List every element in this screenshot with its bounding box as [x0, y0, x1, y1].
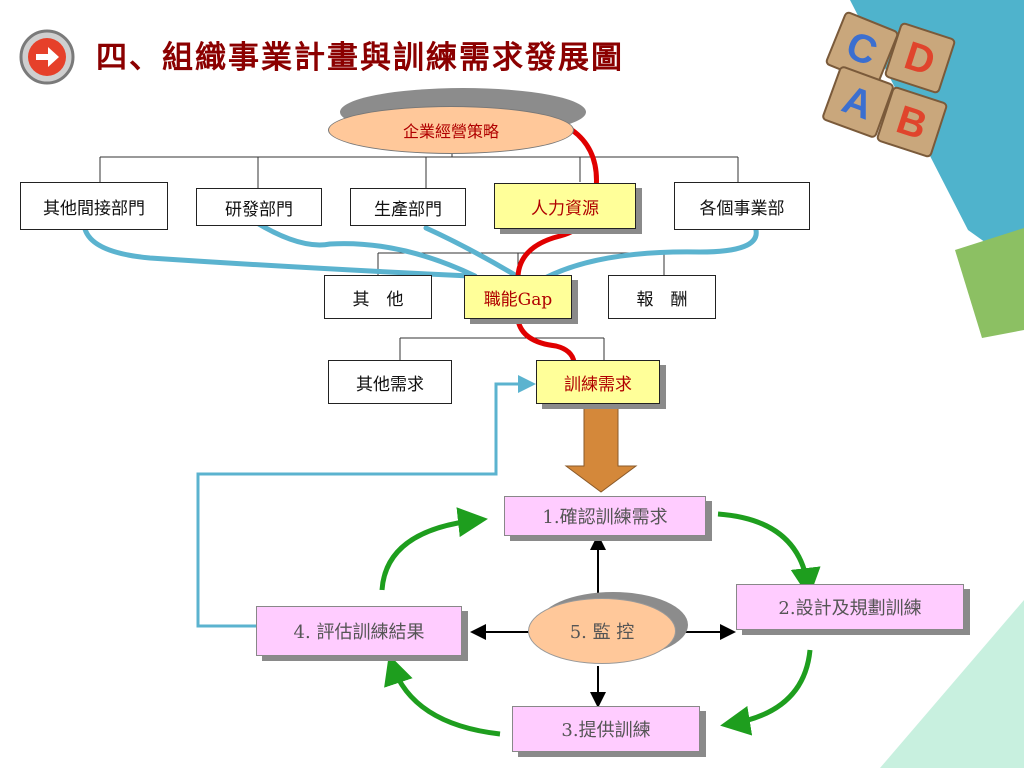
other-needs-node: 其他需求: [328, 360, 452, 404]
dept-business-units: 各個事業部: [674, 182, 810, 230]
down-arrow-icon: [564, 403, 638, 493]
page-title: 四、組織事業計畫與訓練需求發展圖: [96, 40, 624, 76]
blue-curves: [81, 217, 759, 281]
strategy-label: 企業經營策略: [402, 122, 499, 141]
other-label: 其 他: [352, 289, 404, 310]
step2-label: 2.設計及規劃訓練: [778, 598, 922, 619]
training-needs-node: 訓練需求: [536, 360, 660, 404]
step2-node: 2.設計及規劃訓練: [736, 584, 964, 630]
feedback-loop-line: [196, 375, 536, 628]
gap-label: 職能Gap: [483, 289, 553, 310]
step3-node: 3.提供訓練: [512, 706, 700, 752]
arrow-circle-icon: [18, 28, 76, 86]
monitor-arrows: [470, 534, 736, 708]
monitor-label: 5. 監 控: [569, 622, 635, 643]
gap-node: 職能Gap: [464, 275, 572, 319]
step1-node: 1.確認訓練需求: [504, 496, 706, 536]
dept-production-label: 生產部門: [374, 199, 442, 220]
dept-business-units-label: 各個事業部: [699, 198, 785, 219]
green-decor-shape: [955, 228, 1024, 338]
step4-node: 4. 評估訓練結果: [256, 606, 462, 656]
dept-rnd-label: 研發部門: [225, 199, 293, 220]
dept-hr: 人力資源: [494, 183, 636, 229]
dept-other-indirect-label: 其他間接部門: [43, 198, 145, 219]
other-needs-label: 其他需求: [356, 374, 424, 395]
other-node: 其 他: [324, 275, 432, 319]
dept-rnd: 研發部門: [196, 188, 322, 226]
dept-production: 生產部門: [350, 188, 466, 226]
org-tree-lines: [99, 150, 739, 360]
step4-label: 4. 評估訓練結果: [293, 622, 425, 643]
step1-label: 1.確認訓練需求: [542, 507, 668, 528]
mint-decor-shape: [880, 600, 1024, 768]
cycle-arrows: [379, 507, 821, 737]
hr-red-line: [515, 127, 599, 365]
dept-hr-label: 人力資源: [531, 198, 599, 219]
monitor-node: 5. 監 控: [528, 598, 676, 664]
pay-node: 報 酬: [608, 275, 716, 319]
strategy-node: 企業經營策略: [328, 106, 574, 154]
step3-label: 3.提供訓練: [561, 720, 651, 741]
pay-label: 報 酬: [636, 289, 688, 310]
training-needs-label: 訓練需求: [564, 374, 632, 395]
dept-other-indirect: 其他間接部門: [20, 182, 168, 230]
